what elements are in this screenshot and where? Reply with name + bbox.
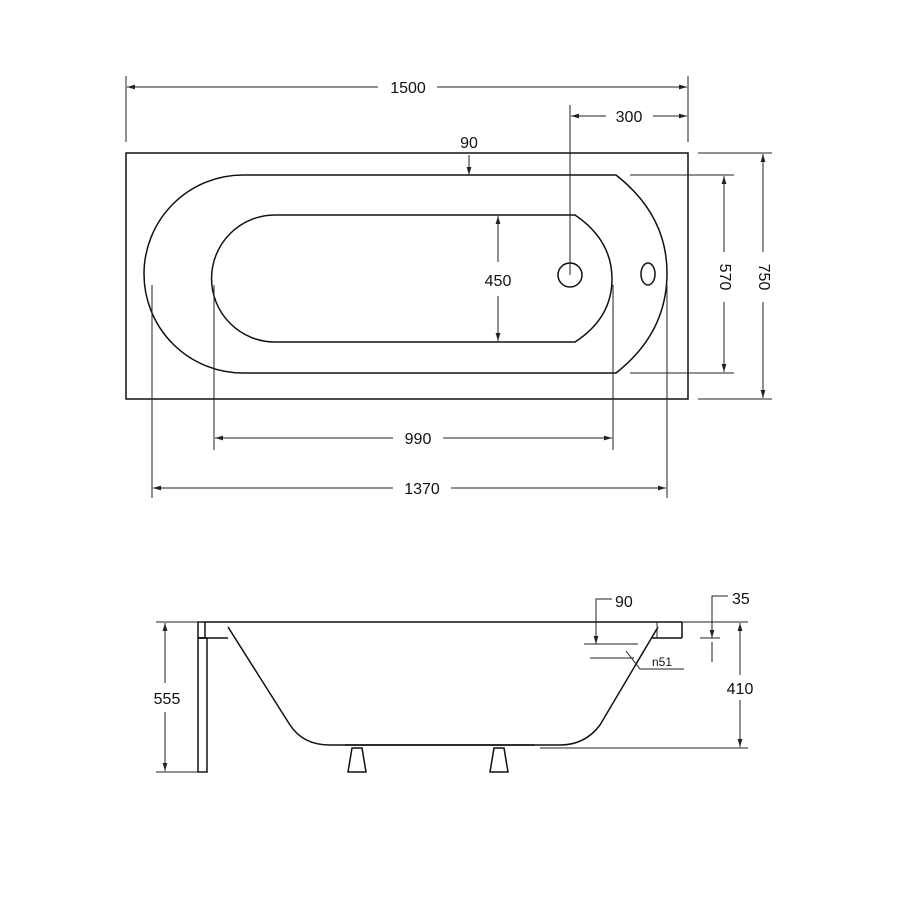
support-leg-left bbox=[347, 747, 367, 773]
overflow-hole bbox=[640, 262, 656, 286]
rim-edge-left bbox=[197, 621, 206, 639]
front-panel bbox=[197, 637, 208, 773]
dimension-inner-width: 450 bbox=[485, 216, 512, 341]
dimension-label-depth: 410 bbox=[727, 681, 754, 698]
dimension-label-total-width: 750 bbox=[755, 264, 772, 291]
dimension-rim-thickness: 35 bbox=[700, 591, 750, 662]
top-view bbox=[125, 152, 689, 400]
bathtub-rim-outline bbox=[125, 152, 689, 400]
side-view bbox=[197, 621, 683, 773]
dimension-basin-length: 1370 bbox=[151, 285, 668, 498]
dimension-label-overflow-offset: 300 bbox=[616, 109, 643, 126]
dimension-overflow-offset: 300 bbox=[569, 105, 687, 275]
bath-shell-profile bbox=[227, 626, 659, 746]
dimension-outer-width: 570 bbox=[630, 174, 734, 374]
dimension-total-width: 750 bbox=[698, 152, 772, 400]
dimension-label-outer-width: 570 bbox=[716, 264, 733, 291]
dimension-label-inner-length: 990 bbox=[405, 431, 432, 448]
dimension-label-basin-length: 1370 bbox=[404, 481, 440, 498]
dimension-label-side-rim-depth: 90 bbox=[615, 594, 633, 611]
dimension-side-rim-depth: 90 bbox=[584, 594, 638, 659]
dimension-inner-length: 990 bbox=[213, 285, 614, 450]
dimension-label-total-height: 555 bbox=[154, 691, 181, 708]
dimension-rim-offset: 90 bbox=[460, 135, 478, 175]
dimension-label-inner-width: 450 bbox=[485, 273, 512, 290]
support-leg-right bbox=[489, 747, 509, 773]
basin-outer-contour bbox=[143, 174, 668, 374]
dimension-label-rim-thickness: 35 bbox=[732, 591, 750, 608]
dimension-label-rim-offset: 90 bbox=[460, 135, 478, 152]
dimension-label-total-length: 1500 bbox=[390, 80, 426, 97]
dimension-total-height: 555 bbox=[154, 621, 205, 773]
dimension-total-length: 1500 bbox=[125, 76, 689, 142]
dimension-depth: 410 bbox=[540, 621, 754, 749]
dimension-label-overflow-diameter: n51 bbox=[652, 655, 672, 669]
basin-inner-contour bbox=[210, 214, 613, 343]
overflow-diameter-callout: n51 bbox=[625, 650, 684, 670]
